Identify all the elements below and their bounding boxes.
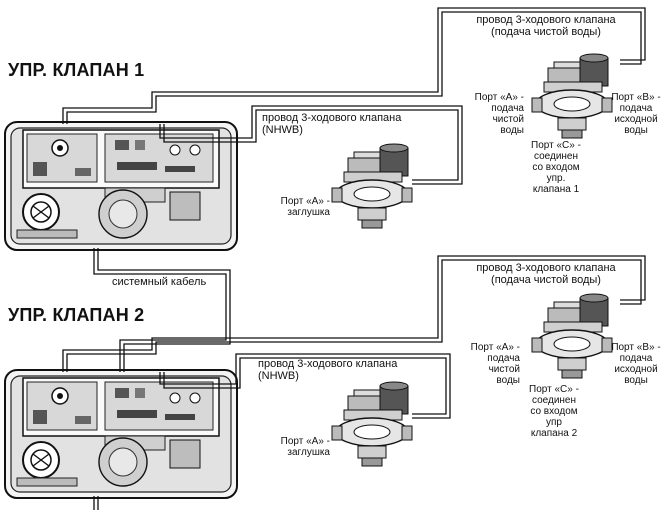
- controller-board-1: [4, 121, 238, 251]
- port-b-raw-label-1: Порт «B» - подача исходной воды: [611, 92, 661, 136]
- port-a-clean-label-2: Порт «A» - подача чистой воды: [470, 342, 520, 386]
- port-b-raw-label-2: Порт «B» - подача исходной воды: [611, 342, 661, 386]
- three-way-valve-nhwb-1: [331, 143, 413, 229]
- port-a-plug-label-2: Порт «A» - заглушка: [280, 436, 330, 458]
- three-way-valve-clean-2: [531, 293, 613, 379]
- wires: [62, 7, 646, 510]
- heading-valve-2: УПР. КЛАПАН 2: [8, 305, 145, 325]
- port-a-plug-label-1: Порт «A» - заглушка: [280, 196, 330, 218]
- wire-clean-label-2: провод 3-ходового клапана (подача чистой…: [476, 262, 616, 286]
- heading-valve-1: УПР. КЛАПАН 1: [8, 60, 145, 80]
- wire-nhwb-label-1: провод 3-ходового клапана (NHWB): [262, 112, 402, 136]
- controller-board-2: [4, 369, 238, 499]
- port-a-clean-label-1: Порт «A» - подача чистой воды: [474, 92, 524, 136]
- system-cable-label: системный кабель: [112, 276, 207, 288]
- wire-nhwb-label-2: провод 3-ходового клапана (NHWB): [258, 358, 398, 382]
- port-c-label-1: Порт «C» - соединен со входом упр. клапа…: [531, 140, 581, 195]
- three-way-valve-clean-1: [531, 53, 613, 139]
- wire-clean-label-1: провод 3-ходового клапана (подача чистой…: [476, 14, 616, 38]
- port-c-label-2: Порт «C» - соединен со входом упр клапан…: [529, 384, 579, 439]
- three-way-valve-nhwb-2: [331, 381, 413, 467]
